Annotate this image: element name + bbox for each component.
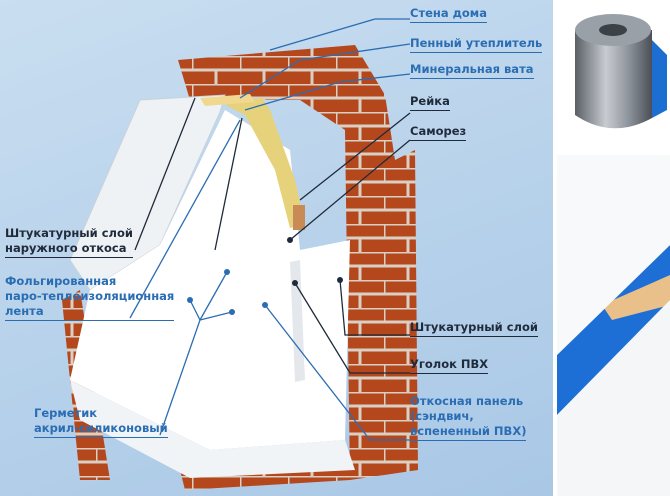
label-wall: Стена дома xyxy=(410,6,487,23)
label-line: акрил-силиконовый xyxy=(34,421,168,435)
label-screw: Саморез xyxy=(410,124,467,141)
label-line: Фольгированная xyxy=(5,274,117,288)
sandwich-panel-photo xyxy=(557,155,670,496)
label-line: Герметик xyxy=(34,406,98,420)
foil-insulation-roll-photo xyxy=(557,0,670,148)
label-sealant: Герметик акрил-силиконовый xyxy=(34,406,168,438)
label-line: вспененный ПВХ) xyxy=(410,424,527,438)
label-batten: Рейка xyxy=(410,94,450,111)
label-line: лента xyxy=(5,304,44,318)
diagram-illustration xyxy=(62,18,418,490)
window-reveal-diagram: Стена дома Пенный утеплитель Минеральная… xyxy=(0,0,553,496)
reveal-panel xyxy=(70,110,350,450)
label-mineral-wool: Минеральная вата xyxy=(410,62,534,79)
label-pvc-corner: Уголок ПВХ xyxy=(410,357,489,374)
batten xyxy=(293,205,305,230)
label-sandwich-panel: Откосная панель (сэндвич, вспененный ПВХ… xyxy=(410,394,527,441)
label-outer-plaster: Штукатурный слой наружного откоса xyxy=(5,226,133,258)
label-foil-tape: Фольгированная паро-теплоизоляционная ле… xyxy=(5,274,175,321)
label-line: Штукатурный слой xyxy=(5,226,133,240)
sandwich-panel-image xyxy=(557,155,670,496)
mineral-wool xyxy=(225,98,305,228)
label-line: (сэндвич, xyxy=(410,409,474,423)
label-line: паро-теплоизоляционная xyxy=(5,289,175,303)
foil-roll-image xyxy=(575,14,667,129)
label-line: наружного откоса xyxy=(5,241,127,255)
label-plaster: Штукатурный слой xyxy=(410,320,538,337)
label-foam-insulation: Пенный утеплитель xyxy=(410,36,543,53)
label-line: Откосная панель xyxy=(410,394,524,408)
window-sill xyxy=(70,380,355,478)
